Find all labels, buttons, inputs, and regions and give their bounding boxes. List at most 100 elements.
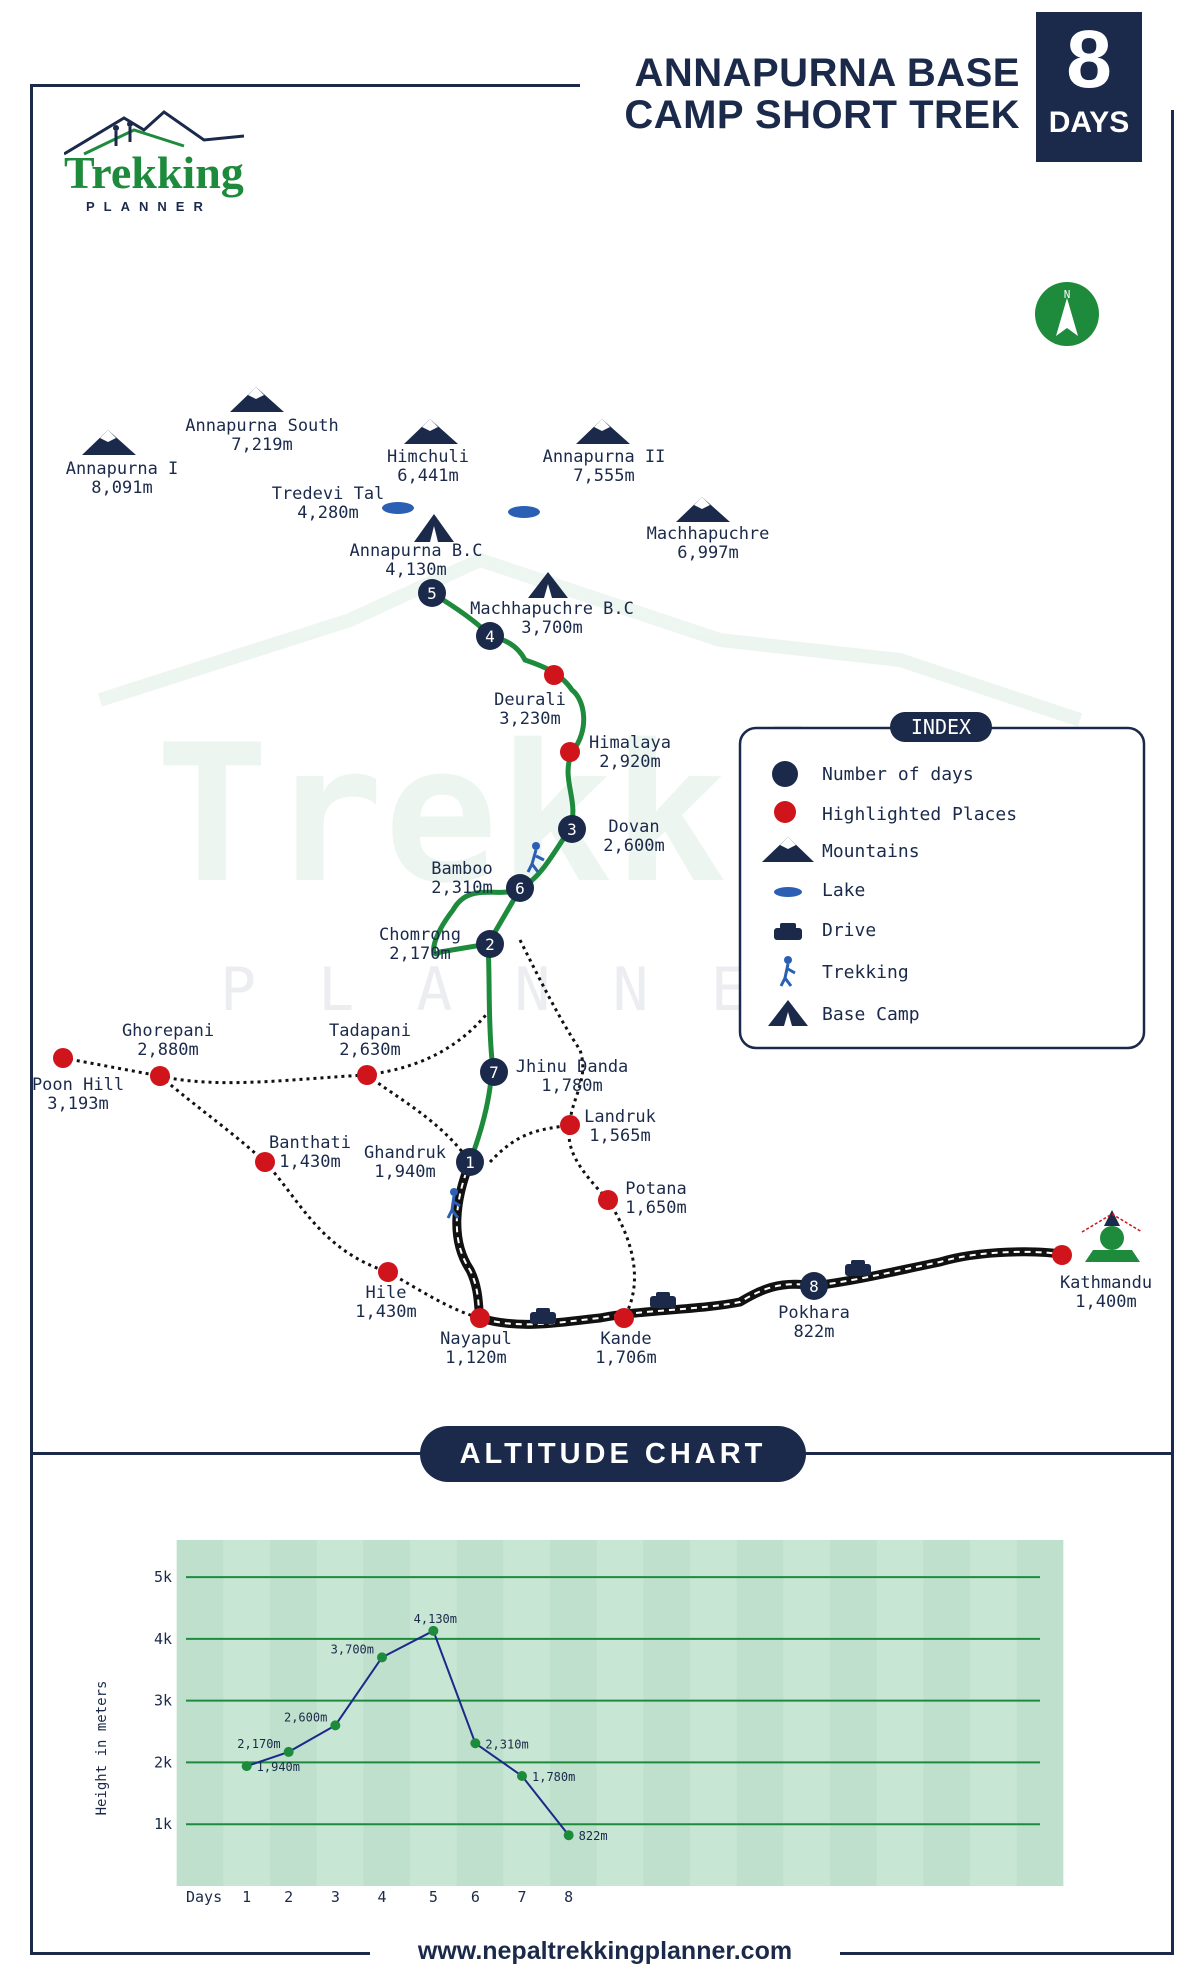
- day-marker-number: 4: [485, 627, 495, 646]
- place-marker-potana: [598, 1190, 618, 1210]
- place-name: Jhinu Danda: [516, 1057, 629, 1077]
- mountain-icon: [82, 430, 136, 455]
- lake-icon: [382, 502, 414, 514]
- altitude-point-label: 2,310m: [485, 1737, 528, 1751]
- place-marker-kathmandu: [1052, 1245, 1072, 1265]
- mountain-elevation: 7,555m: [573, 466, 634, 486]
- place-marker-banthati: [255, 1152, 275, 1172]
- car-icon: [530, 1308, 556, 1324]
- y-tick-label: 3k: [154, 1692, 172, 1710]
- altitude-point-label: 3,700m: [331, 1642, 374, 1656]
- car-icon: [650, 1292, 676, 1308]
- mountain-name: Annapurna South: [185, 416, 339, 436]
- highlighted-places[interactable]: [53, 665, 1072, 1328]
- chart-stripe: [923, 1540, 970, 1886]
- day-marker-number: 5: [427, 584, 437, 603]
- mountain-name: Machhapuchre: [647, 524, 770, 544]
- place-elevation: 1,120m: [445, 1348, 506, 1368]
- base-camp-elevation: 3,700m: [521, 618, 582, 638]
- altitude-line: [246, 1629, 570, 1836]
- place-elevation: 2,600m: [603, 836, 664, 856]
- place-elevation: 1,706m: [595, 1348, 656, 1368]
- chart-stripe: [736, 1540, 784, 1886]
- place-marker-tadapani: [357, 1065, 377, 1085]
- altitude-point: [283, 1746, 294, 1757]
- place-name: Banthati: [269, 1133, 351, 1153]
- lake-icon: [774, 887, 802, 897]
- y-tick-label: 2k: [154, 1753, 172, 1771]
- chart-stripe: [270, 1540, 317, 1886]
- place-marker-kande: [614, 1308, 634, 1328]
- place-elevation: 1,400m: [1075, 1292, 1136, 1312]
- chart-stripes: [176, 1540, 1064, 1886]
- index-title: INDEX: [911, 715, 971, 739]
- place-elevation: 2,170m: [389, 944, 450, 964]
- days-badge: 8 DAYS: [1036, 12, 1142, 162]
- place-elevation: 1,650m: [625, 1198, 686, 1218]
- mountain-elevation: 7,219m: [231, 435, 292, 455]
- place-elevation: 822m: [794, 1322, 835, 1342]
- day-marker-3: 3: [558, 815, 586, 843]
- days-label: DAYS: [1048, 106, 1130, 139]
- altitude-point-label: 1,780m: [532, 1770, 575, 1784]
- mountain-icon: [676, 497, 730, 522]
- tent-icon: [528, 572, 568, 598]
- hiker-icon: [446, 1188, 461, 1219]
- x-tick-label: 5: [429, 1888, 438, 1906]
- website-url[interactable]: www.nepaltrekkingplanner.com: [370, 1934, 840, 1968]
- mountain-icon: [762, 837, 814, 862]
- place-marker-nayapul: [470, 1308, 490, 1328]
- mountain-elevation: 6,441m: [397, 466, 458, 486]
- index-label: Base Camp: [822, 1004, 920, 1025]
- chart-x-axis-label: Days: [186, 1888, 222, 1906]
- x-tick-label: 4: [377, 1888, 386, 1906]
- mountain-name: Himchuli: [387, 447, 469, 467]
- place-elevation: 2,880m: [137, 1040, 198, 1060]
- day-marker-number: 3: [567, 820, 577, 839]
- chart-stripe: [550, 1540, 597, 1886]
- x-tick-label: 7: [517, 1888, 526, 1906]
- place-elevation: 1,430m: [279, 1152, 340, 1172]
- place-elevation: 3,230m: [499, 709, 560, 729]
- lake-icon: [508, 506, 540, 518]
- altitude-point: [563, 1830, 574, 1841]
- day-marker-number: 8: [809, 1277, 819, 1296]
- place-elevation: 1,780m: [541, 1076, 602, 1096]
- day-number-icon: [772, 761, 798, 787]
- title-line-2: CAMP SHORT TREK: [624, 93, 1020, 137]
- place-name: Nayapul: [440, 1329, 512, 1349]
- day-marker-2: 2: [476, 930, 504, 958]
- logo-name: Trekking: [64, 147, 244, 198]
- map-index: INDEX Number of days Highlighted Places …: [738, 712, 1146, 1050]
- day-markers[interactable]: 1 2 3 4 5 6 7 8: [418, 579, 828, 1300]
- north-compass-icon[interactable]: N: [1035, 282, 1099, 346]
- x-tick-label: 8: [564, 1888, 573, 1906]
- place-elevation: 3,193m: [47, 1094, 108, 1114]
- altitude-point-label: 2,170m: [237, 1737, 280, 1751]
- tent-icon: [768, 1000, 808, 1026]
- trekking-planner-logo: Trekking PLANNER: [64, 110, 245, 214]
- hiker-icon: [779, 956, 796, 987]
- y-tick-label: 5k: [154, 1568, 172, 1586]
- place-name: Poon Hill: [32, 1075, 124, 1095]
- day-marker-number: 7: [489, 1063, 499, 1082]
- place-name: Potana: [625, 1179, 686, 1199]
- chart-gridlines: [186, 1576, 1040, 1826]
- day-marker-5: 5: [418, 579, 446, 607]
- place-name: Kathmandu: [1060, 1273, 1152, 1293]
- car-icon: [845, 1260, 871, 1276]
- mountain-elevation: 8,091m: [91, 478, 152, 498]
- altitude-point: [470, 1738, 481, 1749]
- chart-stripe: [363, 1540, 410, 1886]
- altitude-point-label: 822m: [579, 1829, 608, 1843]
- place-marker-hile: [378, 1262, 398, 1282]
- lake-name: Tredevi Tal: [272, 484, 385, 504]
- logo-tagline: PLANNER: [86, 199, 212, 214]
- compass-label: N: [1064, 288, 1071, 301]
- base-camp-elevation: 4,130m: [385, 560, 446, 580]
- place-name: Pokhara: [778, 1303, 850, 1323]
- y-tick-label: 1k: [154, 1815, 172, 1833]
- index-label: Number of days: [822, 764, 974, 785]
